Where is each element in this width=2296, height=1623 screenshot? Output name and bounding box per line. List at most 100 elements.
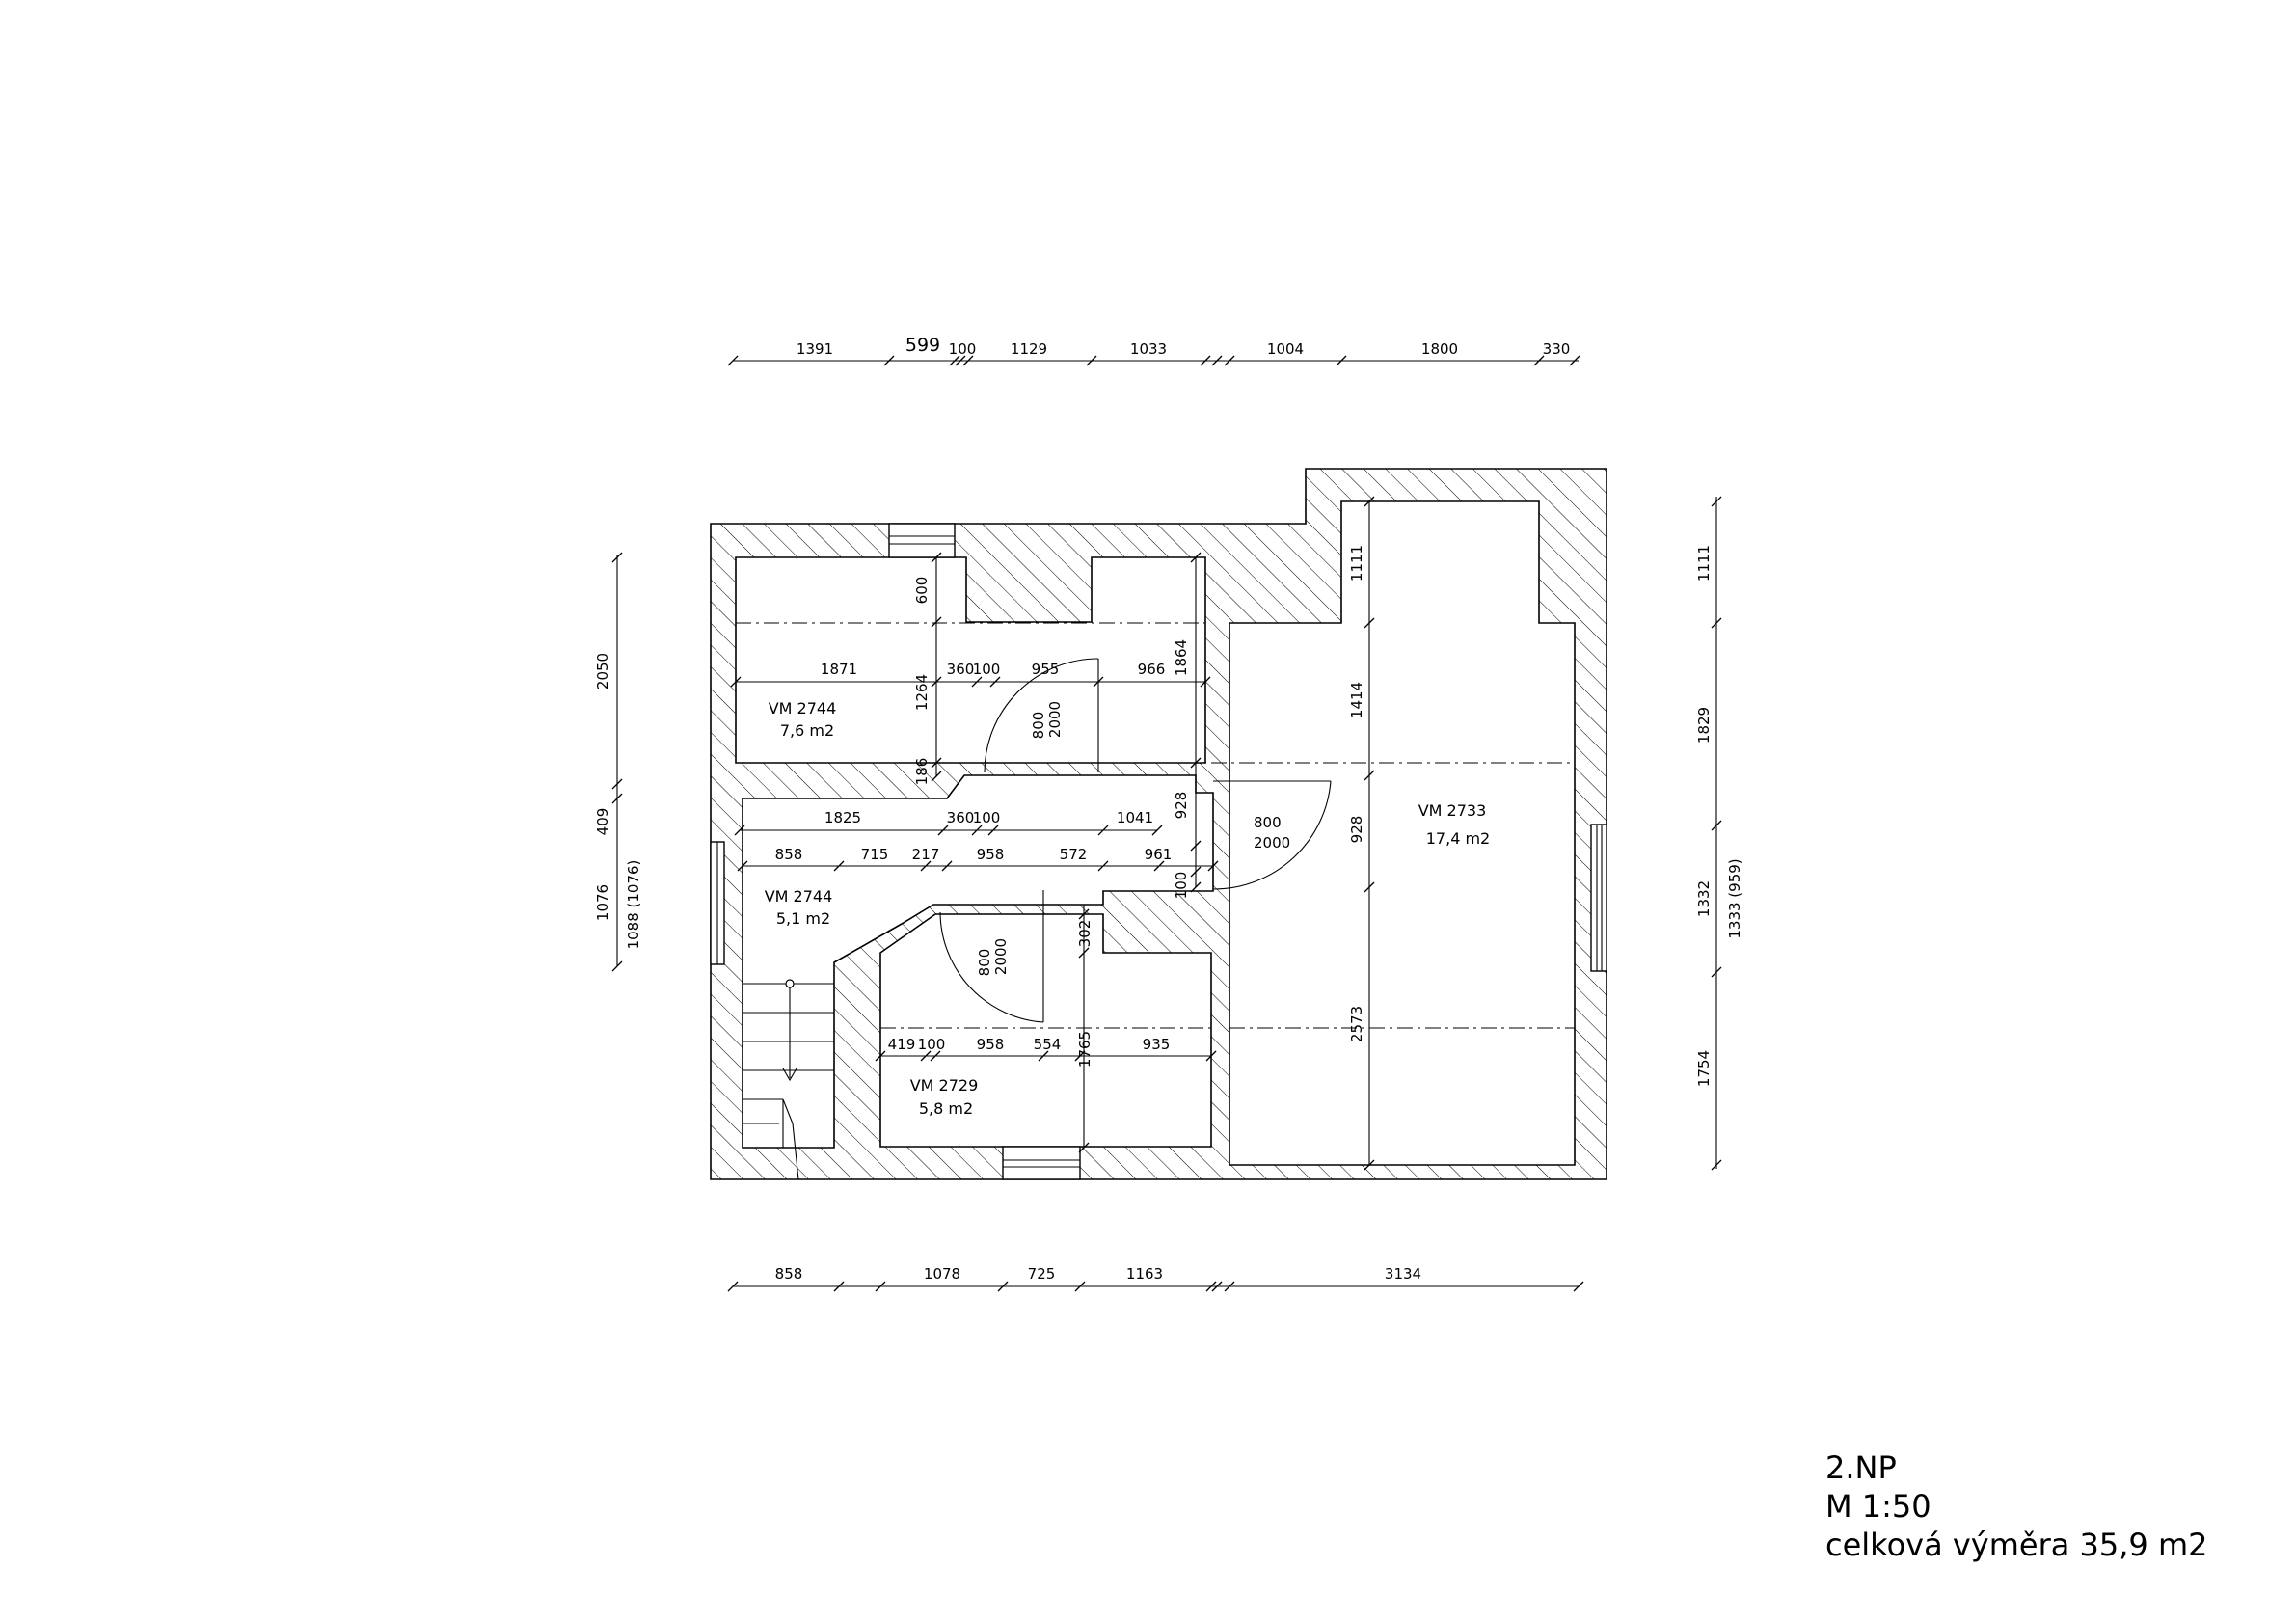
dimension-tick <box>1097 825 1109 836</box>
door-swing-upper <box>984 658 1099 773</box>
dims-inner-row1: 1871 360 100 955 966 <box>821 661 1165 678</box>
dimension-tick <box>1086 355 1097 366</box>
dimension-tick <box>611 778 623 790</box>
door-height: 2000 <box>1046 701 1064 738</box>
dimension-tick <box>1569 355 1580 366</box>
dimension-tick <box>833 860 845 872</box>
dimension-tick <box>1364 770 1375 781</box>
dim-text: 1129 <box>1011 340 1047 358</box>
dim-text: 1825 <box>824 809 861 826</box>
room-code: VM 2744 <box>769 699 837 717</box>
dimension-tick <box>1190 840 1202 852</box>
dimension-tick <box>1074 1281 1086 1292</box>
dimension-tick <box>989 676 1001 688</box>
dimension-tick <box>1074 1050 1086 1062</box>
room-code: VM 2729 <box>910 1076 979 1095</box>
dims-inner-row3: 858 715 217 958 572 961 <box>775 846 1173 863</box>
dimension-tick <box>1711 1159 1722 1171</box>
dimension-tick <box>955 355 966 366</box>
dimension-tick <box>611 960 623 972</box>
dimension-tick <box>833 1281 845 1292</box>
dims-bottom: 858 1078 725 1163 3134 <box>775 1265 1421 1283</box>
dimension-tick <box>931 552 942 563</box>
dim-text: 360 <box>947 809 975 826</box>
dimension-tick <box>987 825 999 836</box>
dim-text: 600 <box>913 577 931 605</box>
dimension-tick <box>1097 860 1109 872</box>
dimension-tick <box>1211 355 1223 366</box>
dimension-tick <box>931 616 942 628</box>
dims-top: 1391 599 100 1129 1033 1004 1800 330 <box>797 335 1570 358</box>
dims-left: 2050 409 1076 1088 (1076) <box>594 653 642 950</box>
dim-text: 1333 (959) <box>1726 858 1743 938</box>
dim-text: 1829 <box>1695 707 1713 744</box>
dim-text: 330 <box>1543 340 1571 358</box>
door-width: 800 <box>976 949 993 977</box>
door-width: 800 <box>1254 814 1282 831</box>
dimension-tick <box>727 1281 739 1292</box>
room-vm2729 <box>879 913 1212 1148</box>
dim-text: 409 <box>594 808 611 836</box>
dimension-tick <box>730 676 742 688</box>
dimension-tick <box>611 793 623 804</box>
dimension-tick <box>1224 355 1235 366</box>
door-width: 800 <box>1030 712 1047 740</box>
dim-text: 100 <box>973 809 1001 826</box>
dim-text: 1414 <box>1348 682 1365 718</box>
dims-right: 1111 1829 1332 1333 (959) 1754 <box>1695 545 1743 1087</box>
floor-label: 2.NP <box>1825 1449 1897 1486</box>
dimension-tick <box>1211 1281 1223 1292</box>
dimension-tick <box>1078 947 1090 959</box>
dim-text: 958 <box>977 1036 1005 1053</box>
title-block: 2.NP M 1:50 celková výměra 35,9 m2 <box>1825 1448 2207 1564</box>
dimension-tick <box>931 757 942 769</box>
dim-text: 1264 <box>913 674 931 711</box>
dimension-tick <box>875 1050 886 1062</box>
dim-text: 554 <box>1034 1036 1062 1053</box>
dim-text: 1391 <box>797 340 833 358</box>
room-code: VM 2744 <box>765 887 833 906</box>
dimension-tick <box>997 1281 1009 1292</box>
dimension-tick <box>1200 355 1211 366</box>
dim-text: 360 <box>947 661 975 678</box>
door-label-middle: 800 2000 <box>976 938 1010 976</box>
dimension-tick <box>1200 676 1211 688</box>
dim-text: 1076 <box>594 884 611 921</box>
dim-text: 186 <box>913 758 931 786</box>
door-label-right: 800 2000 <box>1254 814 1290 852</box>
dim-text: 1004 <box>1267 340 1304 358</box>
dim-text: 935 <box>1143 1036 1171 1053</box>
dim-text: 2573 <box>1348 1006 1365 1042</box>
scale-label: M 1:50 <box>1825 1488 1931 1525</box>
dimension-tick <box>1038 1050 1049 1062</box>
dims-inner-row2: 1825 360 100 1041 <box>824 809 1153 826</box>
dimension-tick <box>1364 617 1375 629</box>
dimension-tick <box>1205 1050 1217 1062</box>
dimension-tick <box>1224 1281 1235 1292</box>
dimension-tick <box>1190 866 1202 878</box>
dimension-tick <box>1711 496 1722 507</box>
dimension-tick <box>1153 860 1165 872</box>
dim-text: 966 <box>1138 661 1166 678</box>
dimension-tick <box>941 860 953 872</box>
dim-text: 572 <box>1060 846 1088 863</box>
room-label-vm2744-corridor: VM 2744 5,1 m2 <box>765 887 833 928</box>
total-area-label: celková výměra 35,9 m2 <box>1825 1527 2208 1563</box>
dim-text: 1765 <box>1076 1031 1094 1068</box>
dimension-tick <box>737 860 748 872</box>
window-bottom <box>1002 1146 1081 1180</box>
dimension-tick <box>727 355 739 366</box>
dimension-tick <box>949 355 960 366</box>
dim-text: 1033 <box>1130 340 1167 358</box>
dimension-tick <box>930 1050 941 1062</box>
dimension-tick <box>971 825 983 836</box>
room-area: 7,6 m2 <box>780 721 834 740</box>
room-area: 5,1 m2 <box>776 909 830 928</box>
dimension-tick <box>883 355 895 366</box>
door-label-upper: 800 2000 <box>1030 701 1064 739</box>
dim-text: 1163 <box>1126 1265 1163 1283</box>
dimension-tick <box>931 771 942 782</box>
dim-text: 599 <box>905 335 940 356</box>
room-label-vm2744-upper: VM 2744 7,6 m2 <box>769 699 837 740</box>
